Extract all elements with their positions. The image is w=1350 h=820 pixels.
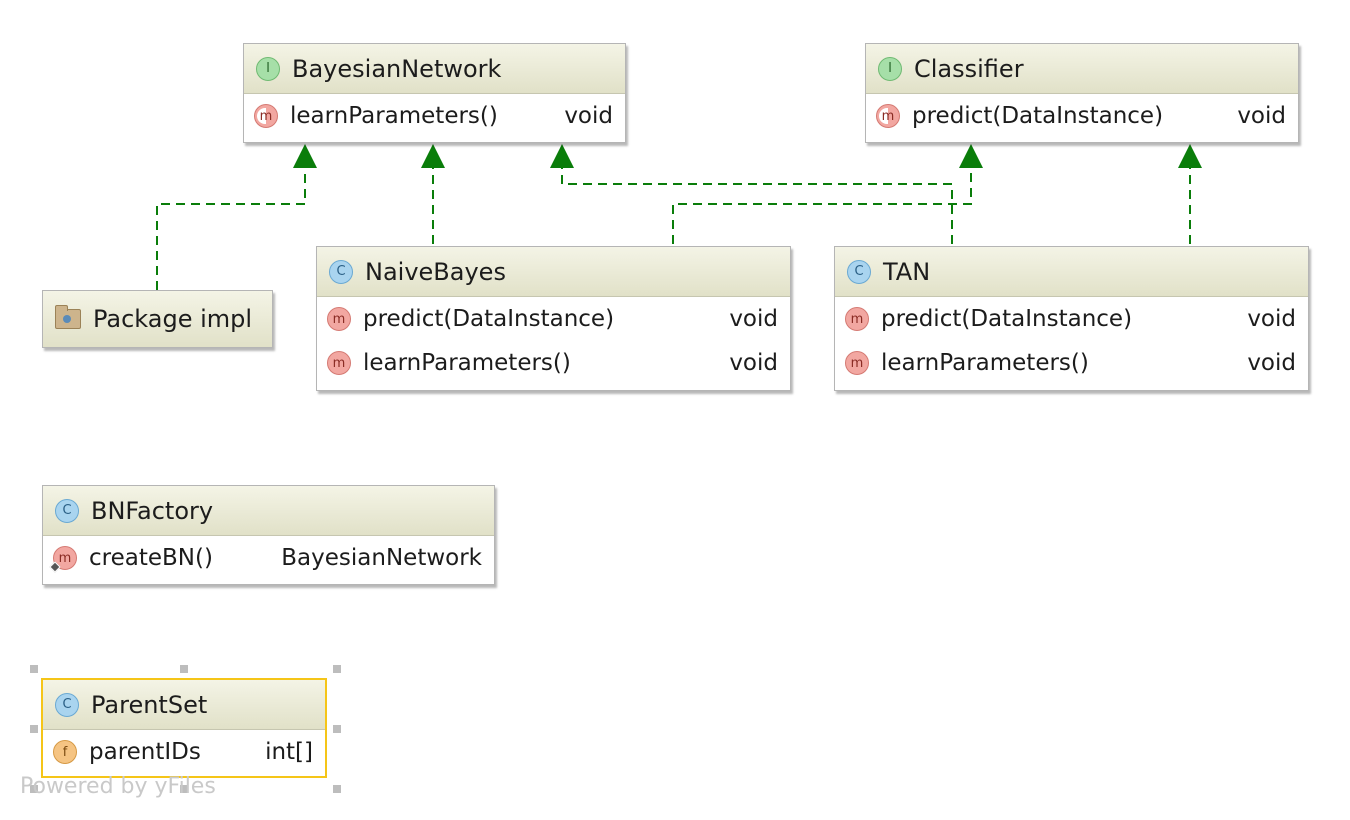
method-icon: m: [327, 351, 351, 375]
member-name: learnParameters(): [881, 350, 1089, 376]
member-name: parentIDs: [89, 739, 201, 765]
member-name: learnParameters(): [363, 350, 571, 376]
member-row[interactable]: m predict(DataInstance) void: [835, 297, 1308, 341]
package-icon: [55, 305, 81, 329]
method-icon: m: [845, 307, 869, 331]
resize-handle-left[interactable]: [30, 725, 38, 733]
member-name: predict(DataInstance): [912, 103, 1164, 129]
arrowhead-classifier-right: [1178, 144, 1202, 168]
node-bnfactory[interactable]: C BNFactory m createBN() BayesianNetwork: [42, 485, 495, 585]
arrowhead-bayesiannetwork-right: [550, 144, 574, 168]
member-type: int[]: [265, 739, 313, 765]
static-method-icon: m: [53, 546, 77, 570]
member-type: void: [729, 350, 778, 376]
member-name: learnParameters(): [290, 103, 498, 129]
member-type: void: [729, 306, 778, 332]
member-type: void: [1247, 350, 1296, 376]
arrowhead-classifier-left: [959, 144, 983, 168]
member-row[interactable]: m predict(DataInstance) void: [317, 297, 790, 341]
node-bayesiannetwork[interactable]: I BayesianNetwork m learnParameters() vo…: [243, 43, 626, 143]
node-title: Classifier: [914, 54, 1024, 83]
interface-icon: I: [878, 56, 902, 81]
node-header: C ParentSet: [43, 680, 325, 730]
interface-icon: I: [256, 56, 280, 81]
node-title: BNFactory: [91, 496, 214, 525]
class-icon: C: [55, 498, 79, 523]
member-row[interactable]: m learnParameters() void: [244, 94, 625, 138]
edge-naivebayes-to-classifier: [672, 166, 972, 244]
node-header: C TAN: [835, 247, 1308, 297]
class-icon: C: [847, 259, 871, 284]
watermark: Powered by yFiles: [20, 774, 216, 799]
member-row[interactable]: m predict(DataInstance) void: [866, 94, 1298, 138]
edge-tan-to-bayesiannetwork: [561, 166, 953, 244]
node-header: C NaiveBayes: [317, 247, 790, 297]
class-icon: C: [329, 259, 353, 284]
node-header: Package impl: [43, 291, 272, 347]
arrowhead-bayesiannetwork-left: [293, 144, 317, 168]
node-package-impl[interactable]: Package impl: [42, 290, 273, 348]
method-icon: m: [327, 307, 351, 331]
edge-package-to-bayesiannetwork: [156, 166, 306, 290]
node-title: TAN: [883, 257, 931, 286]
member-row[interactable]: m createBN() BayesianNetwork: [43, 536, 494, 580]
node-title: BayesianNetwork: [292, 54, 502, 83]
member-row[interactable]: m learnParameters() void: [317, 341, 790, 385]
node-header: I Classifier: [866, 44, 1298, 94]
member-type: void: [1237, 103, 1286, 129]
member-name: predict(DataInstance): [363, 306, 615, 332]
resize-handle-bottom-left[interactable]: [30, 785, 38, 793]
member-row[interactable]: m learnParameters() void: [835, 341, 1308, 385]
member-type: void: [564, 103, 613, 129]
resize-handle-bottom-right[interactable]: [333, 785, 341, 793]
node-parentset[interactable]: C ParentSet f parentIDs int[]: [41, 678, 327, 778]
node-naivebayes[interactable]: C NaiveBayes m predict(DataInstance) voi…: [316, 246, 791, 391]
arrowhead-bayesiannetwork-mid: [421, 144, 445, 168]
resize-handle-bottom[interactable]: [180, 785, 188, 793]
field-icon: f: [53, 740, 77, 764]
resize-handle-top-right[interactable]: [333, 665, 341, 673]
method-icon: m: [845, 351, 869, 375]
abstract-method-icon: m: [254, 104, 278, 128]
node-title: ParentSet: [91, 690, 208, 719]
class-icon: C: [55, 692, 79, 717]
node-header: C BNFactory: [43, 486, 494, 536]
resize-handle-right[interactable]: [333, 725, 341, 733]
node-title: NaiveBayes: [365, 257, 506, 286]
member-name: createBN(): [89, 545, 213, 571]
abstract-method-icon: m: [876, 104, 900, 128]
node-tan[interactable]: C TAN m predict(DataInstance) void m lea…: [834, 246, 1309, 391]
member-row[interactable]: f parentIDs int[]: [43, 730, 325, 774]
node-title: Package impl: [93, 305, 253, 333]
member-name: predict(DataInstance): [881, 306, 1133, 332]
resize-handle-top[interactable]: [180, 665, 188, 673]
member-type: BayesianNetwork: [281, 545, 482, 571]
node-header: I BayesianNetwork: [244, 44, 625, 94]
member-type: void: [1247, 306, 1296, 332]
resize-handle-top-left[interactable]: [30, 665, 38, 673]
node-classifier[interactable]: I Classifier m predict(DataInstance) voi…: [865, 43, 1299, 143]
